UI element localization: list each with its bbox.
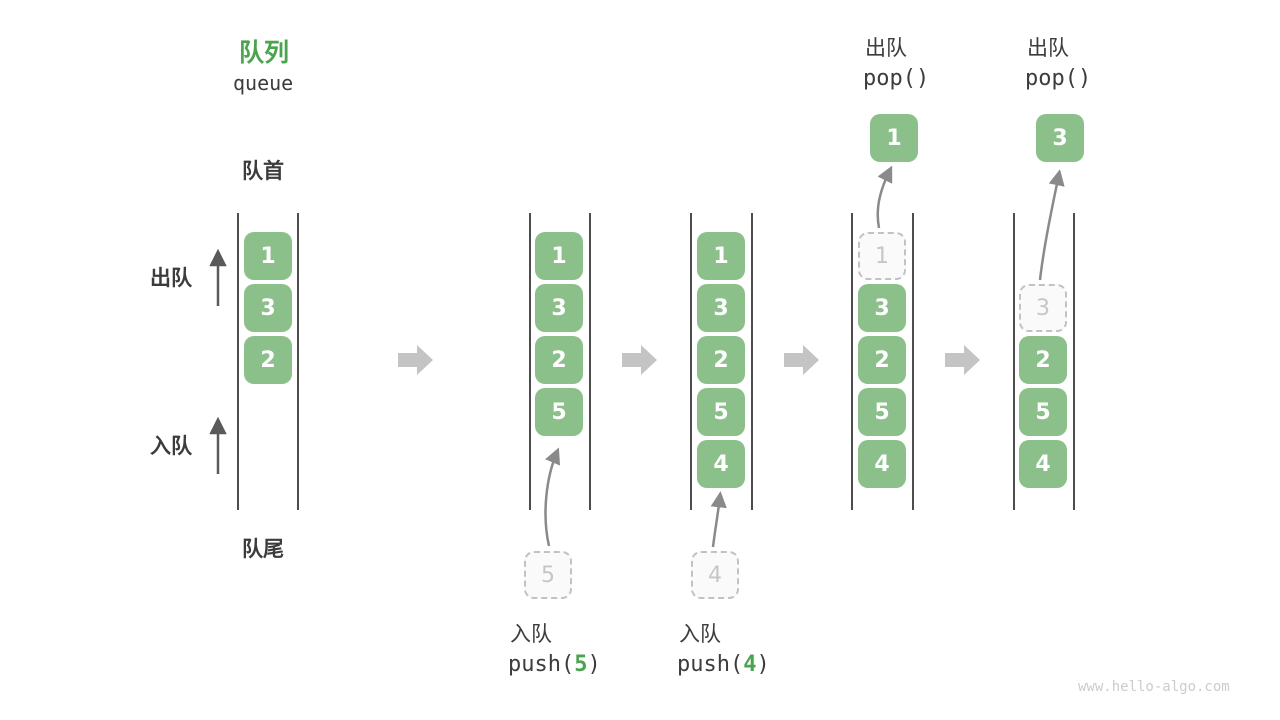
queue-item: 5 bbox=[858, 388, 906, 436]
push-code-post: ) bbox=[756, 652, 770, 677]
enqueue-side-label: 入队 bbox=[150, 435, 192, 458]
push-code-post: ) bbox=[587, 652, 601, 677]
push-code-arg: 4 bbox=[743, 652, 757, 677]
queue-wall-left bbox=[851, 213, 853, 510]
popped-item: 1 bbox=[870, 114, 918, 162]
queue-wall-left bbox=[1013, 213, 1015, 510]
push-code-arg: 5 bbox=[574, 652, 588, 677]
queue-rear-label: 队尾 bbox=[242, 538, 284, 561]
queue-item: 4 bbox=[858, 440, 906, 488]
queue-wall-right bbox=[912, 213, 914, 510]
queue-item: 1 bbox=[244, 232, 292, 280]
queue-item: 2 bbox=[535, 336, 583, 384]
queue-item: 3 bbox=[858, 284, 906, 332]
queue-item: 2 bbox=[697, 336, 745, 384]
queue-item: 4 bbox=[697, 440, 745, 488]
dequeued-slot: 1 bbox=[858, 232, 906, 280]
queue-item: 3 bbox=[535, 284, 583, 332]
state-transition-arrow bbox=[945, 345, 980, 375]
queue-wall-right bbox=[589, 213, 591, 510]
queue-item: 5 bbox=[697, 388, 745, 436]
push-op-code: push(5) bbox=[508, 652, 601, 677]
pop-op-code: pop() bbox=[1025, 66, 1092, 91]
dequeued-slot: 3 bbox=[1019, 284, 1067, 332]
queue-wall-left bbox=[529, 213, 531, 510]
queue-item: 2 bbox=[244, 336, 292, 384]
state-transition-arrow bbox=[398, 345, 433, 375]
push-op-label: 入队 bbox=[510, 623, 552, 646]
watermark: www.hello-algo.com bbox=[1078, 679, 1230, 695]
queue-item: 5 bbox=[535, 388, 583, 436]
queue-item: 3 bbox=[244, 284, 292, 332]
queue-item: 4 bbox=[1019, 440, 1067, 488]
state-transition-arrow bbox=[622, 345, 657, 375]
popped-item: 3 bbox=[1036, 114, 1084, 162]
pop-arrow bbox=[1038, 169, 1065, 281]
push-arrow bbox=[710, 491, 727, 548]
push-code-pre: push( bbox=[677, 652, 744, 677]
queue-item: 2 bbox=[1019, 336, 1067, 384]
push-op-code: push(4) bbox=[677, 652, 770, 677]
queue-item: 1 bbox=[535, 232, 583, 280]
pop-op-code: pop() bbox=[863, 66, 930, 91]
queue-wall-left bbox=[237, 213, 239, 510]
queue-wall-right bbox=[1073, 213, 1075, 510]
queue-item: 1 bbox=[697, 232, 745, 280]
queue-wall-right bbox=[297, 213, 299, 510]
pending-item: 5 bbox=[524, 551, 572, 599]
pending-item: 4 bbox=[691, 551, 739, 599]
queue-item: 5 bbox=[1019, 388, 1067, 436]
state-transition-arrow bbox=[784, 345, 819, 375]
queue-item: 2 bbox=[858, 336, 906, 384]
queue-front-label: 队首 bbox=[242, 160, 284, 183]
queue-wall-left bbox=[690, 213, 692, 510]
pop-op-label: 出队 bbox=[1027, 37, 1069, 60]
push-op-label: 入队 bbox=[679, 623, 721, 646]
push-code-pre: push( bbox=[508, 652, 575, 677]
pop-op-label: 出队 bbox=[865, 37, 907, 60]
title-zh: 队列 bbox=[239, 39, 290, 67]
push-arrow bbox=[544, 447, 561, 547]
queue-item: 3 bbox=[697, 284, 745, 332]
title-en: queue bbox=[233, 71, 294, 95]
queue-wall-right bbox=[751, 213, 753, 510]
dequeue-side-label: 出队 bbox=[150, 267, 192, 290]
pop-arrow bbox=[876, 165, 893, 229]
